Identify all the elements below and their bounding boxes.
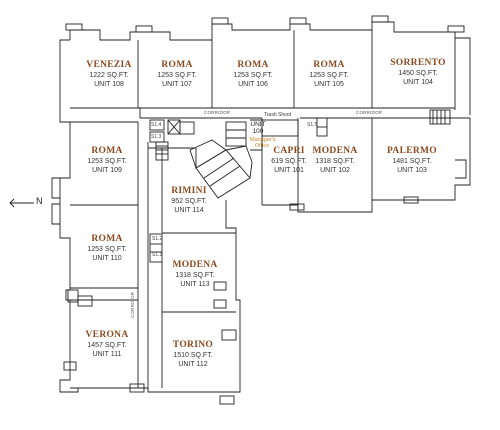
corridor-label-vertical: CORRIDOR (130, 291, 135, 318)
corridor-label-right: CORRIDOR (356, 110, 383, 115)
compass-north-label: N (36, 196, 43, 206)
stair-label: S1.5 (307, 122, 318, 128)
stair-label: S1.4 (151, 122, 162, 128)
stair-label: S1.2 (152, 236, 163, 242)
compass-arrow-icon (9, 198, 34, 208)
compass: N (6, 196, 46, 210)
building-outline-top (69, 21, 471, 115)
trash-shoot-label: Trash Shoot (264, 112, 292, 118)
stair-label: S1.1 (152, 252, 163, 258)
corridor-label-left: CORRIDOR (204, 110, 231, 115)
stair-label: S1.3 (151, 134, 162, 140)
